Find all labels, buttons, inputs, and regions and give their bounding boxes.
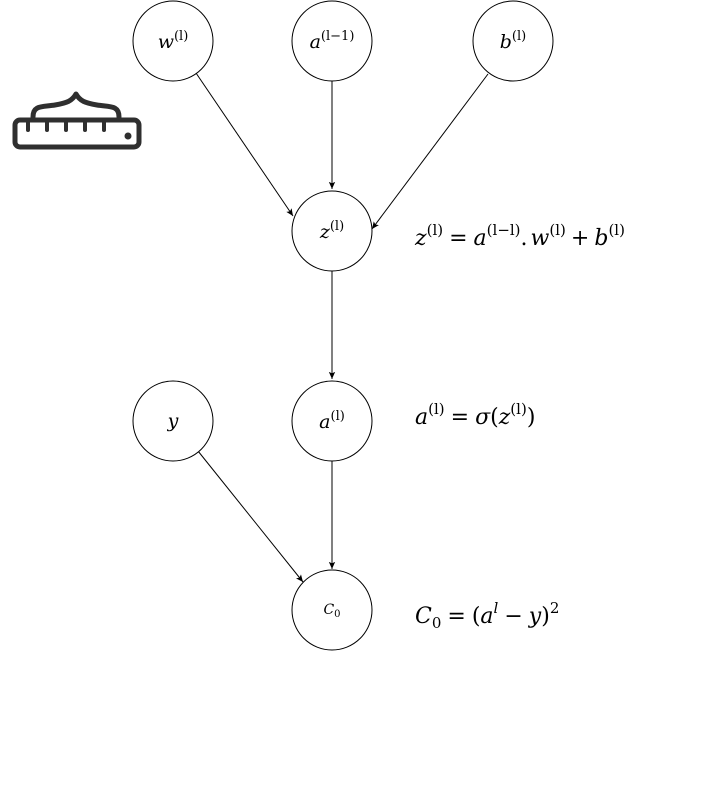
node-b-sup: (l) (512, 29, 526, 44)
node-a: a(l) (291, 380, 373, 462)
node-y: y (132, 380, 214, 462)
node-c0: C0 (291, 569, 373, 651)
svg-text:a(l): a(l) (319, 409, 345, 433)
edges (195, 72, 489, 583)
svg-text:a(l−1): a(l−1) (310, 29, 355, 53)
node-w-sup: (l) (174, 29, 188, 44)
node-z-base: z (319, 221, 331, 243)
node-b: b(l) (472, 0, 554, 82)
edge-w-to-z (195, 72, 294, 217)
node-a-prev-sup: (l−1) (321, 29, 354, 44)
node-y-base: y (167, 410, 179, 432)
equation-z: z(l)=a(l−l).w(l)+b(l) (414, 221, 625, 251)
node-c0-sub: 0 (334, 609, 340, 620)
svg-text:b(l): b(l) (500, 29, 526, 53)
node-z-sup: (l) (330, 219, 344, 234)
node-a-prev: a(l−1) (291, 0, 373, 82)
node-w: w(l) (132, 0, 214, 82)
ruler-with-brace-icon (12, 91, 142, 150)
svg-text:z(l): z(l) (319, 219, 344, 243)
node-w-base: w (158, 31, 174, 53)
node-a-base: a (319, 411, 330, 433)
svg-text:w(l): w(l) (158, 29, 189, 53)
node-c0-base: C (323, 602, 334, 618)
edge-b-to-z (371, 73, 489, 230)
edge-y-to-c0 (197, 450, 304, 583)
node-b-base: b (500, 31, 512, 53)
svg-text:y: y (167, 410, 179, 432)
node-z: z(l) (291, 190, 373, 272)
node-a-prev-base: a (310, 31, 321, 53)
equation-a: a(l)=σ(z(l)) (415, 400, 535, 430)
node-a-sup: (l) (331, 409, 345, 424)
equation-c0: C0=(al−y)2 (415, 599, 559, 632)
svg-text:C0: C0 (323, 602, 340, 620)
